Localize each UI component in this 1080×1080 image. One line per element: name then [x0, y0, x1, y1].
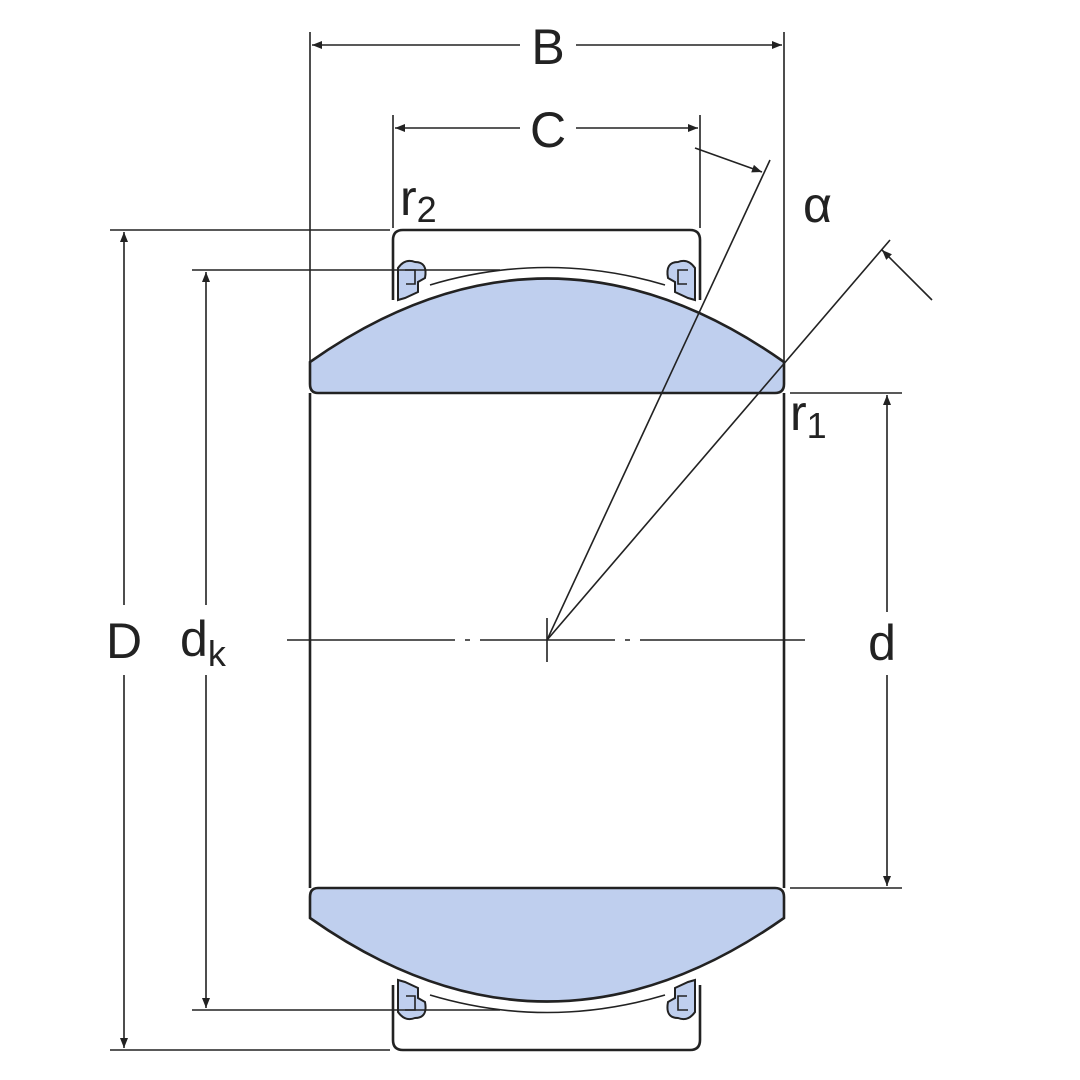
- seal-bottom-right: [666, 978, 696, 1021]
- tilt-line-1: [546, 159, 771, 641]
- inner-ring-bottom: [308, 886, 786, 1003]
- seal-top-left: [397, 259, 427, 302]
- sphere-seat-top: [429, 266, 666, 286]
- label-D: D: [106, 613, 142, 669]
- seal-top-right: [666, 259, 696, 302]
- label-B: B: [531, 19, 564, 75]
- label-r2: r2: [400, 170, 437, 230]
- alpha-arrow-1: [694, 147, 763, 173]
- inner-ring-top: [308, 277, 786, 395]
- label-C: C: [530, 102, 566, 158]
- tilt-line-2: [546, 239, 891, 641]
- label-r1: r1: [790, 385, 827, 446]
- seal-bottom-left: [397, 978, 427, 1021]
- outer-ring-top: [391, 228, 702, 300]
- outer-ring-bottom: [391, 985, 702, 1052]
- sphere-seat-bottom: [429, 994, 666, 1014]
- label-alpha: α: [803, 177, 832, 233]
- label-d: d: [868, 615, 896, 671]
- label-dk: dk: [180, 611, 227, 674]
- alpha-arrow-2: [881, 249, 933, 301]
